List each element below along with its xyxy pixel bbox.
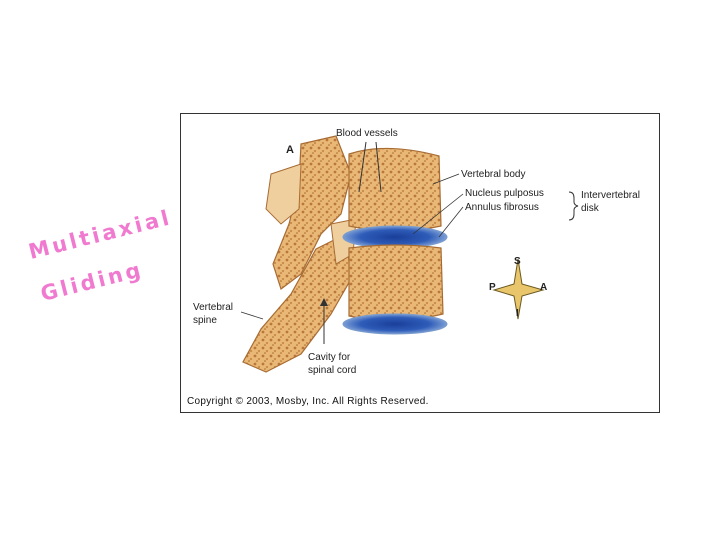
blood-vessel-line: [358, 141, 367, 193]
label-nucleus-pulposus: Nucleus pulposus: [465, 188, 544, 199]
leader-vertebral-body: [432, 173, 460, 185]
compass-superior: S: [514, 256, 521, 267]
label-spinal-cord: spinal cord: [308, 365, 357, 376]
anatomy-figure: A Blood vessels Vertebral body Nucleus p…: [180, 113, 660, 413]
disk-brace: [568, 191, 579, 221]
label-annulus-fibrosus: Annulus fibrosus: [465, 202, 539, 213]
leader-nucleus: [412, 193, 464, 235]
label-blood-vessels: Blood vessels: [336, 128, 398, 139]
compass-posterior: P: [489, 282, 496, 293]
panel-letter: A: [286, 144, 294, 156]
label-disk: disk: [581, 203, 599, 214]
upper-vertebral-body: [348, 147, 442, 232]
compass-inferior: I: [516, 308, 519, 319]
label-cavity: Cavity for: [308, 352, 351, 363]
intervertebral-disk-lower: [342, 313, 448, 335]
lower-vertebral-body: [348, 244, 444, 322]
title-multiaxial: Multiaxial: [26, 205, 175, 264]
compass-star: [492, 258, 545, 320]
blood-vessel-line: [375, 141, 382, 193]
label-vertebral-body: Vertebral body: [461, 169, 526, 180]
cavity-arrowhead: [320, 298, 328, 306]
leader-spine: [240, 311, 264, 320]
label-spine: spine: [193, 315, 217, 326]
leader-annulus: [438, 206, 464, 238]
title-gliding: Gliding: [38, 257, 146, 306]
compass-anterior: A: [540, 282, 548, 293]
copyright-notice: Copyright © 2003, Mosby, Inc. All Rights…: [187, 396, 429, 407]
label-vertebral: Vertebral: [193, 302, 234, 313]
vertebra-illustration: [240, 135, 579, 373]
label-intervertebral: Intervertebral: [581, 190, 640, 201]
upper-facet: [265, 163, 302, 225]
